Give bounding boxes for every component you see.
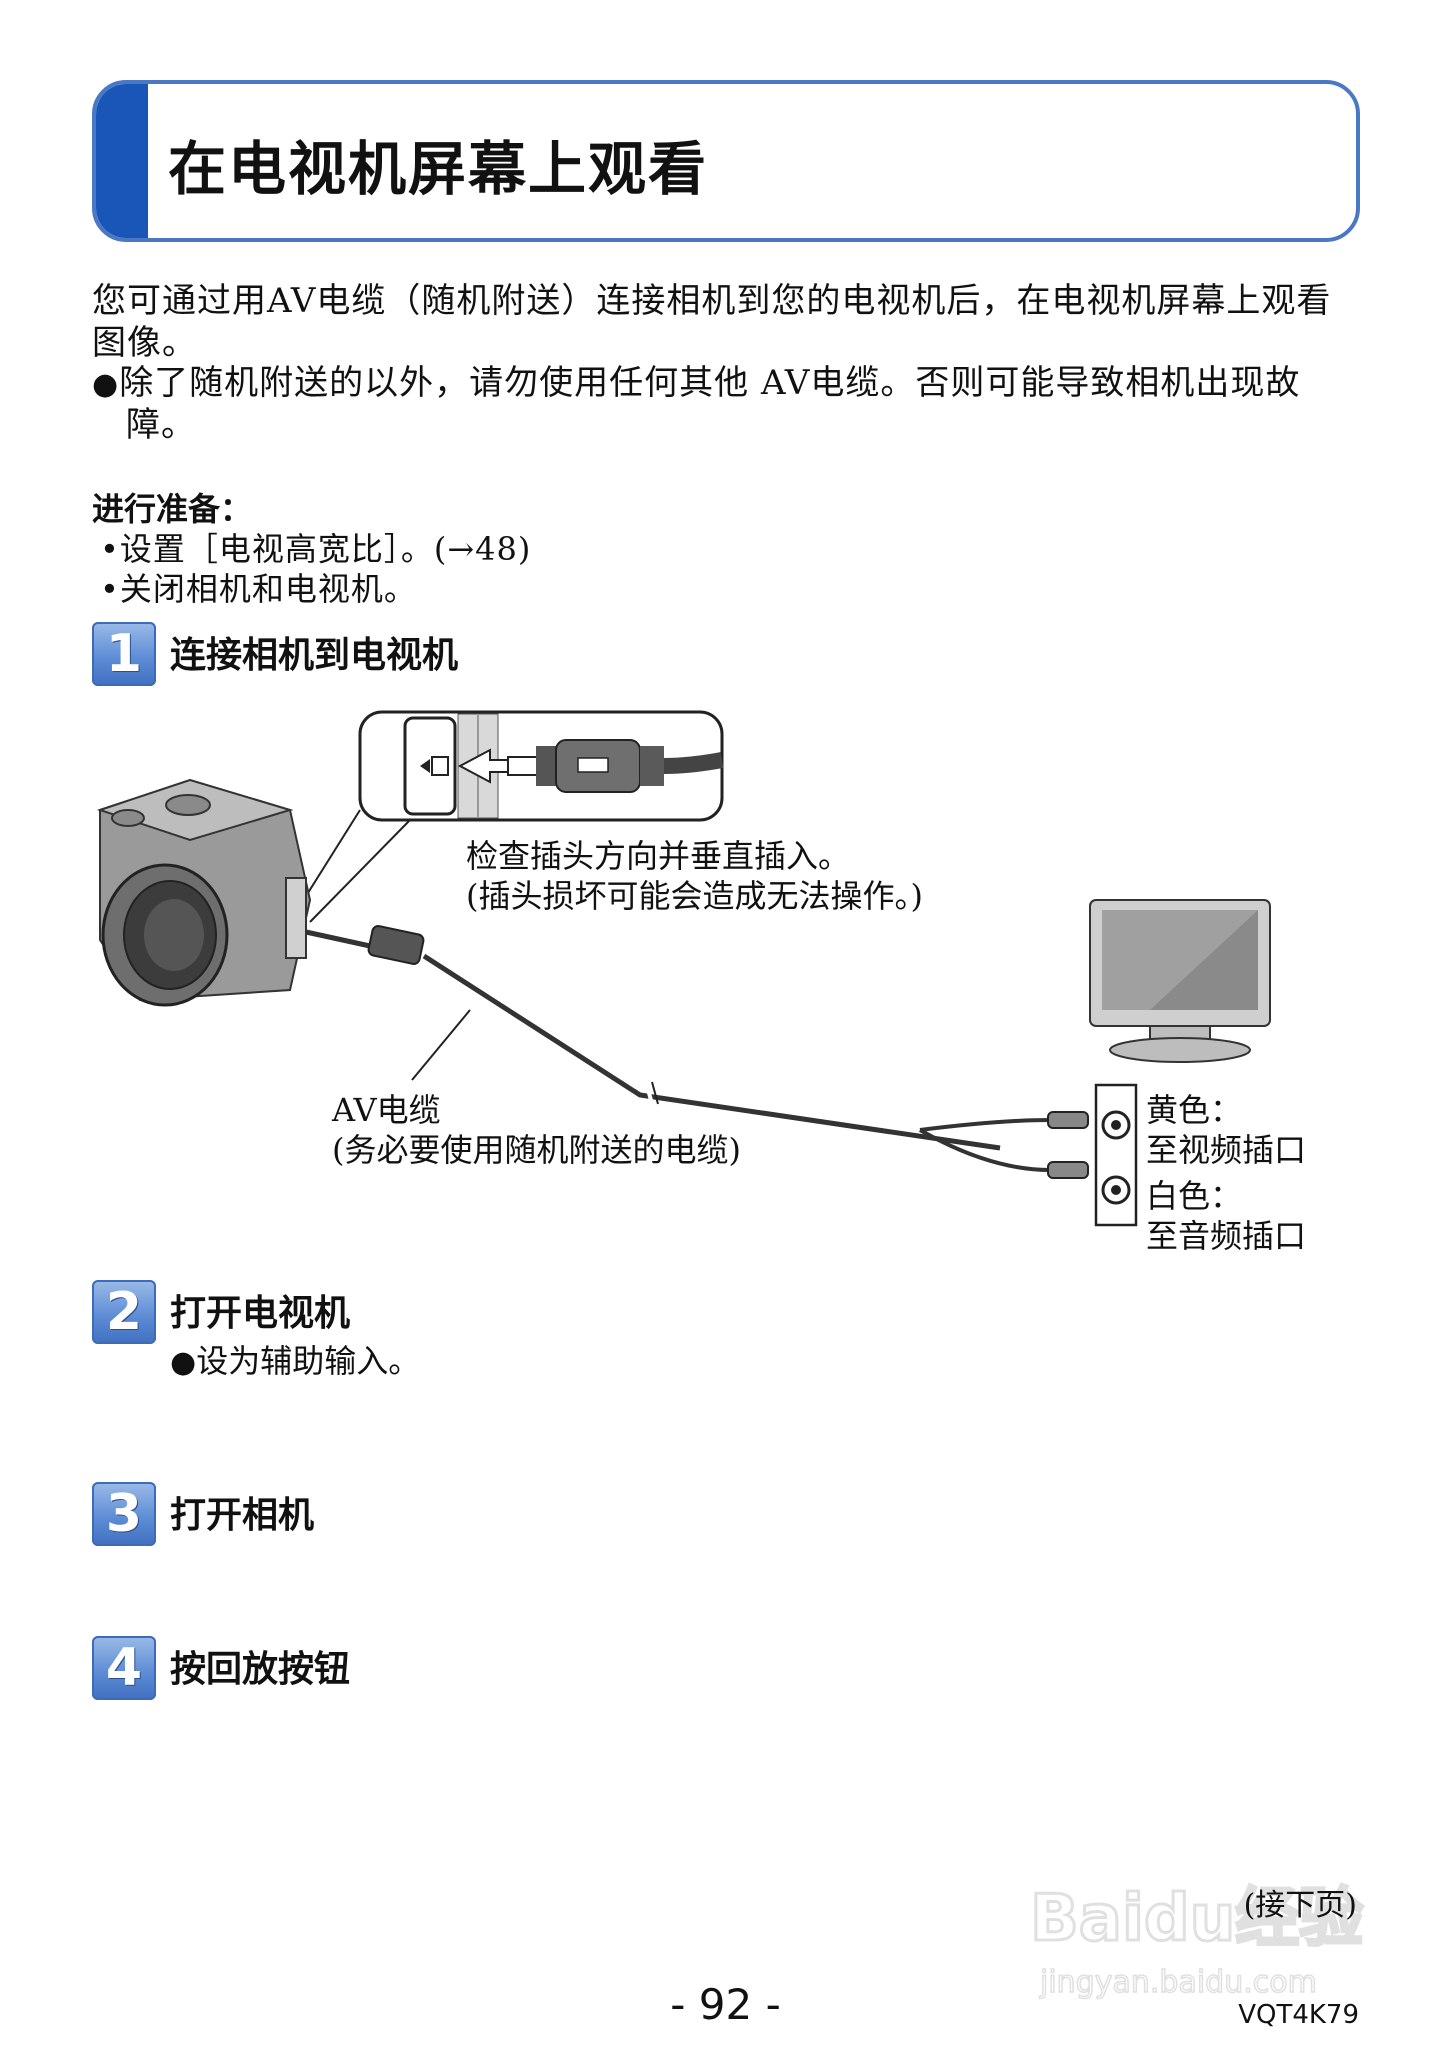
intro-line-2: 图像。 [92,323,197,363]
step-title: 连接相机到电视机 [170,635,459,676]
tv-jack-panel [1094,1083,1138,1227]
cable-label-line-1: AV电缆 [332,1091,441,1129]
intro-line-1: 您可通过用AV电缆（随机附送）连接相机到您的电视机后，在电视机屏幕上观看 [92,281,1332,321]
connection-diagram [96,710,1271,1227]
step-number: 3 [105,1484,143,1544]
continued-note: (接下页) [1243,1888,1357,1923]
preparation-item-text: 设置［电视高宽比］。(→48) [119,530,532,568]
step-title: 打开电视机 [170,1293,351,1334]
step-badge [92,622,156,686]
step-number: 1 [105,624,143,684]
watermark-brand: Baidu经验 [1030,1882,1363,1956]
preparation-item: •关闭相机和电视机。 [100,570,417,608]
tv-illustration [1089,899,1271,1063]
preparation-heading: 进行准备： [92,490,253,528]
preparation-item-text: 关闭相机和电视机。 [119,570,417,608]
step-subnote-text: 设为辅助输入。 [196,1342,421,1380]
step-subnote: ●设为辅助输入。 [170,1336,420,1382]
bullet-dot-icon: ● [170,1345,197,1380]
baidu-watermark: Baidu经验 jingyan.baidu.com [1030,1881,1365,2001]
page-number: - 92 - [670,1980,781,2029]
preparation-item: •设置［电视高宽比］。(→48) [100,530,532,568]
av-cable [305,925,1089,1179]
watermark-url: jingyan.baidu.com [1039,1965,1317,2000]
intro-bullet-line-2: 障。 [126,405,196,445]
step-badge [92,1482,156,1546]
step-number: 2 [105,1282,143,1342]
title-accent-bar [96,84,148,238]
audio-jack-label: 至音频插口 [1146,1217,1307,1255]
step-title: 打开相机 [170,1495,315,1536]
plug-zoom-inset [358,710,724,822]
document-code: VQT4K79 [1238,2000,1359,2030]
video-jack-label: 至视频插口 [1146,1131,1307,1169]
page-title: 在电视机屏幕上观看 [168,135,709,203]
cable-label-line-2: (务必要使用随机附送的电缆) [332,1131,741,1169]
plug-note-line-1: 检查插头方向并垂直插入。 [466,837,851,875]
step-title: 按回放按钮 [170,1649,351,1690]
intro-bullet-line-1: 除了随机附送的以外，请勿使用任何其他 AV电缆。否则可能导致相机出现故 [119,363,1301,403]
yellow-jack-label: 黄色： [1146,1091,1243,1129]
step-badge [92,1636,156,1700]
plug-note-line-2: (插头损坏可能会造成无法操作。) [466,877,923,915]
title-box: 在电视机屏幕上观看 [92,80,1360,242]
camera-illustration [96,778,312,1007]
step-number: 4 [105,1638,143,1698]
step-badge [92,1280,156,1344]
bullet-dot-icon: ● [92,367,120,402]
white-jack-label: 白色： [1146,1177,1243,1215]
intro-bullet: ●除了随机附送的以外，请勿使用任何其他 AV电缆。否则可能导致相机出现故 [92,362,1300,406]
